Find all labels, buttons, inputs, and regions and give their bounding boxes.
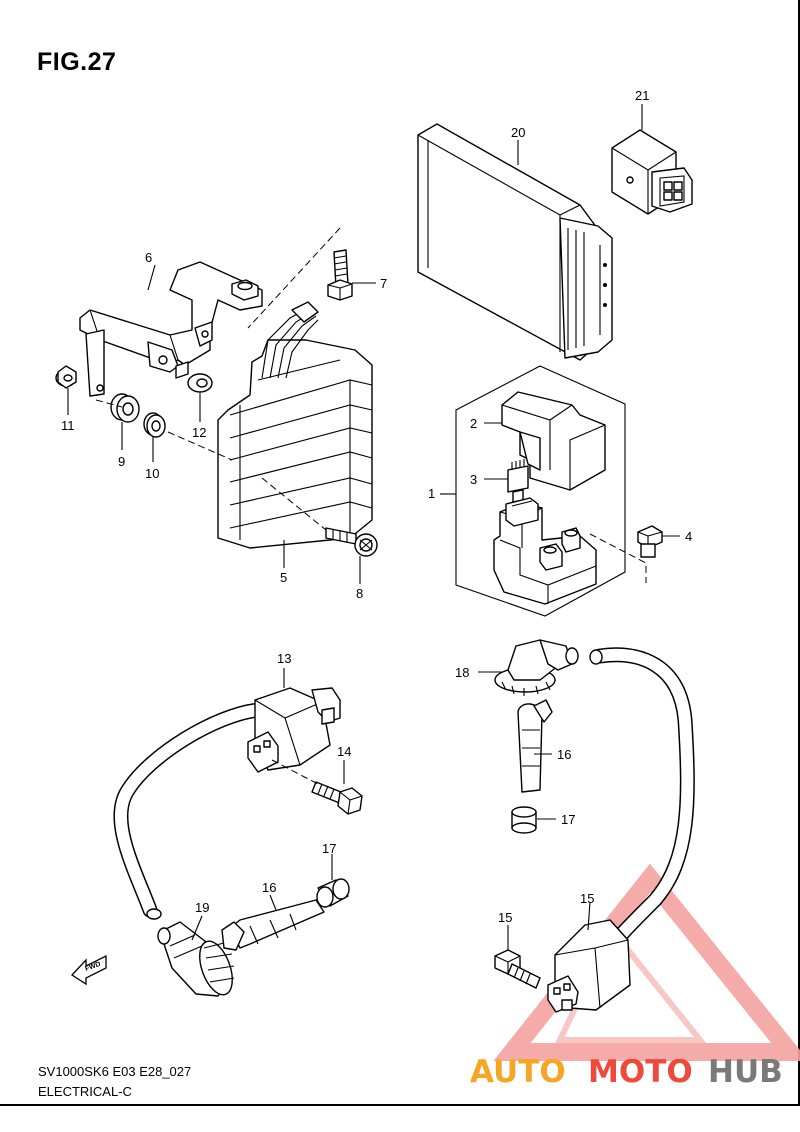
callout-9: 9 xyxy=(118,454,125,469)
part-8-bolt xyxy=(325,527,378,557)
callout-10: 10 xyxy=(145,466,159,481)
callout-2: 2 xyxy=(470,416,477,431)
part-14-ignition-coil xyxy=(547,647,695,1013)
callout-14: 15 xyxy=(580,891,594,906)
figure-title: FIG.27 xyxy=(37,48,117,76)
leader-mount-line xyxy=(95,399,233,461)
part-12-grommet xyxy=(187,373,213,393)
part-11-nut xyxy=(55,365,77,389)
part-15b-bolt xyxy=(494,949,541,989)
figure-section: ELECTRICAL-C xyxy=(38,1084,132,1099)
part-16b-cable xyxy=(517,699,553,793)
callout-11: 11 xyxy=(61,418,75,433)
part-21-relay xyxy=(611,129,693,215)
callout-1: 1 xyxy=(428,486,435,501)
callout-13: 13 xyxy=(277,651,291,666)
figure-code: SV1000SK6 E03 E28_027 xyxy=(38,1064,192,1079)
callout-8: 8 xyxy=(356,586,363,601)
part-9-grommet xyxy=(110,393,140,423)
assembly-box-1 xyxy=(455,365,626,617)
part-1-relay xyxy=(493,497,597,605)
callout-12: 12 xyxy=(192,425,206,440)
callout-17-left: 17 xyxy=(322,841,336,856)
callout-7: 7 xyxy=(380,276,387,291)
part-6-bracket xyxy=(79,261,263,397)
callout-19: 19 xyxy=(195,900,209,915)
part-19-plug-cap xyxy=(157,921,235,997)
part-13-ignition-coil xyxy=(113,687,341,920)
callout-5: 5 xyxy=(280,570,287,585)
callout-leaders xyxy=(147,104,680,950)
watermark-part2: MOTO xyxy=(588,1054,693,1090)
part-17a-boot xyxy=(316,878,350,908)
callout-15-lower: 15 xyxy=(498,910,512,925)
part-4-bolt xyxy=(637,525,663,558)
callout-17-right: 17 xyxy=(561,812,575,827)
leader-15a-dash xyxy=(271,759,319,785)
fwd-arrow-icon: FWD xyxy=(70,954,107,986)
callout-21: 21 xyxy=(635,88,649,103)
callout-16-left: 16 xyxy=(262,880,276,895)
part-17b-boot xyxy=(511,806,537,834)
callout-18: 18 xyxy=(455,665,469,680)
callout-3: 3 xyxy=(470,472,477,487)
part-5-regulator xyxy=(217,301,373,549)
part-15a-bolt xyxy=(311,781,363,815)
part-16a-cable xyxy=(221,899,325,951)
leader-7 xyxy=(247,227,341,329)
part-2-cover xyxy=(501,391,606,491)
callout-4: 4 xyxy=(685,529,692,544)
part-10-collar xyxy=(143,412,166,438)
callout-20: 20 xyxy=(511,125,525,140)
watermark-part1: AUTO xyxy=(470,1054,566,1090)
part-ecm xyxy=(417,123,613,361)
callout-labels: 21 20 6 7 2 3 1 4 11 12 9 10 5 8 13 18 1… xyxy=(61,88,692,925)
leader-8 xyxy=(261,477,327,531)
part-7-bolt xyxy=(327,249,353,301)
callout-15-upper: 14 xyxy=(337,744,351,759)
callout-16-right: 16 xyxy=(557,747,571,762)
page-frame xyxy=(0,0,800,1106)
watermark-wordmark: AUTO MOTO HUB xyxy=(470,1054,783,1090)
part-3-fuse xyxy=(507,459,529,503)
part-18-plug-cap xyxy=(494,639,579,696)
watermark-part3: HUB xyxy=(708,1054,783,1090)
callout-6: 6 xyxy=(145,250,152,265)
